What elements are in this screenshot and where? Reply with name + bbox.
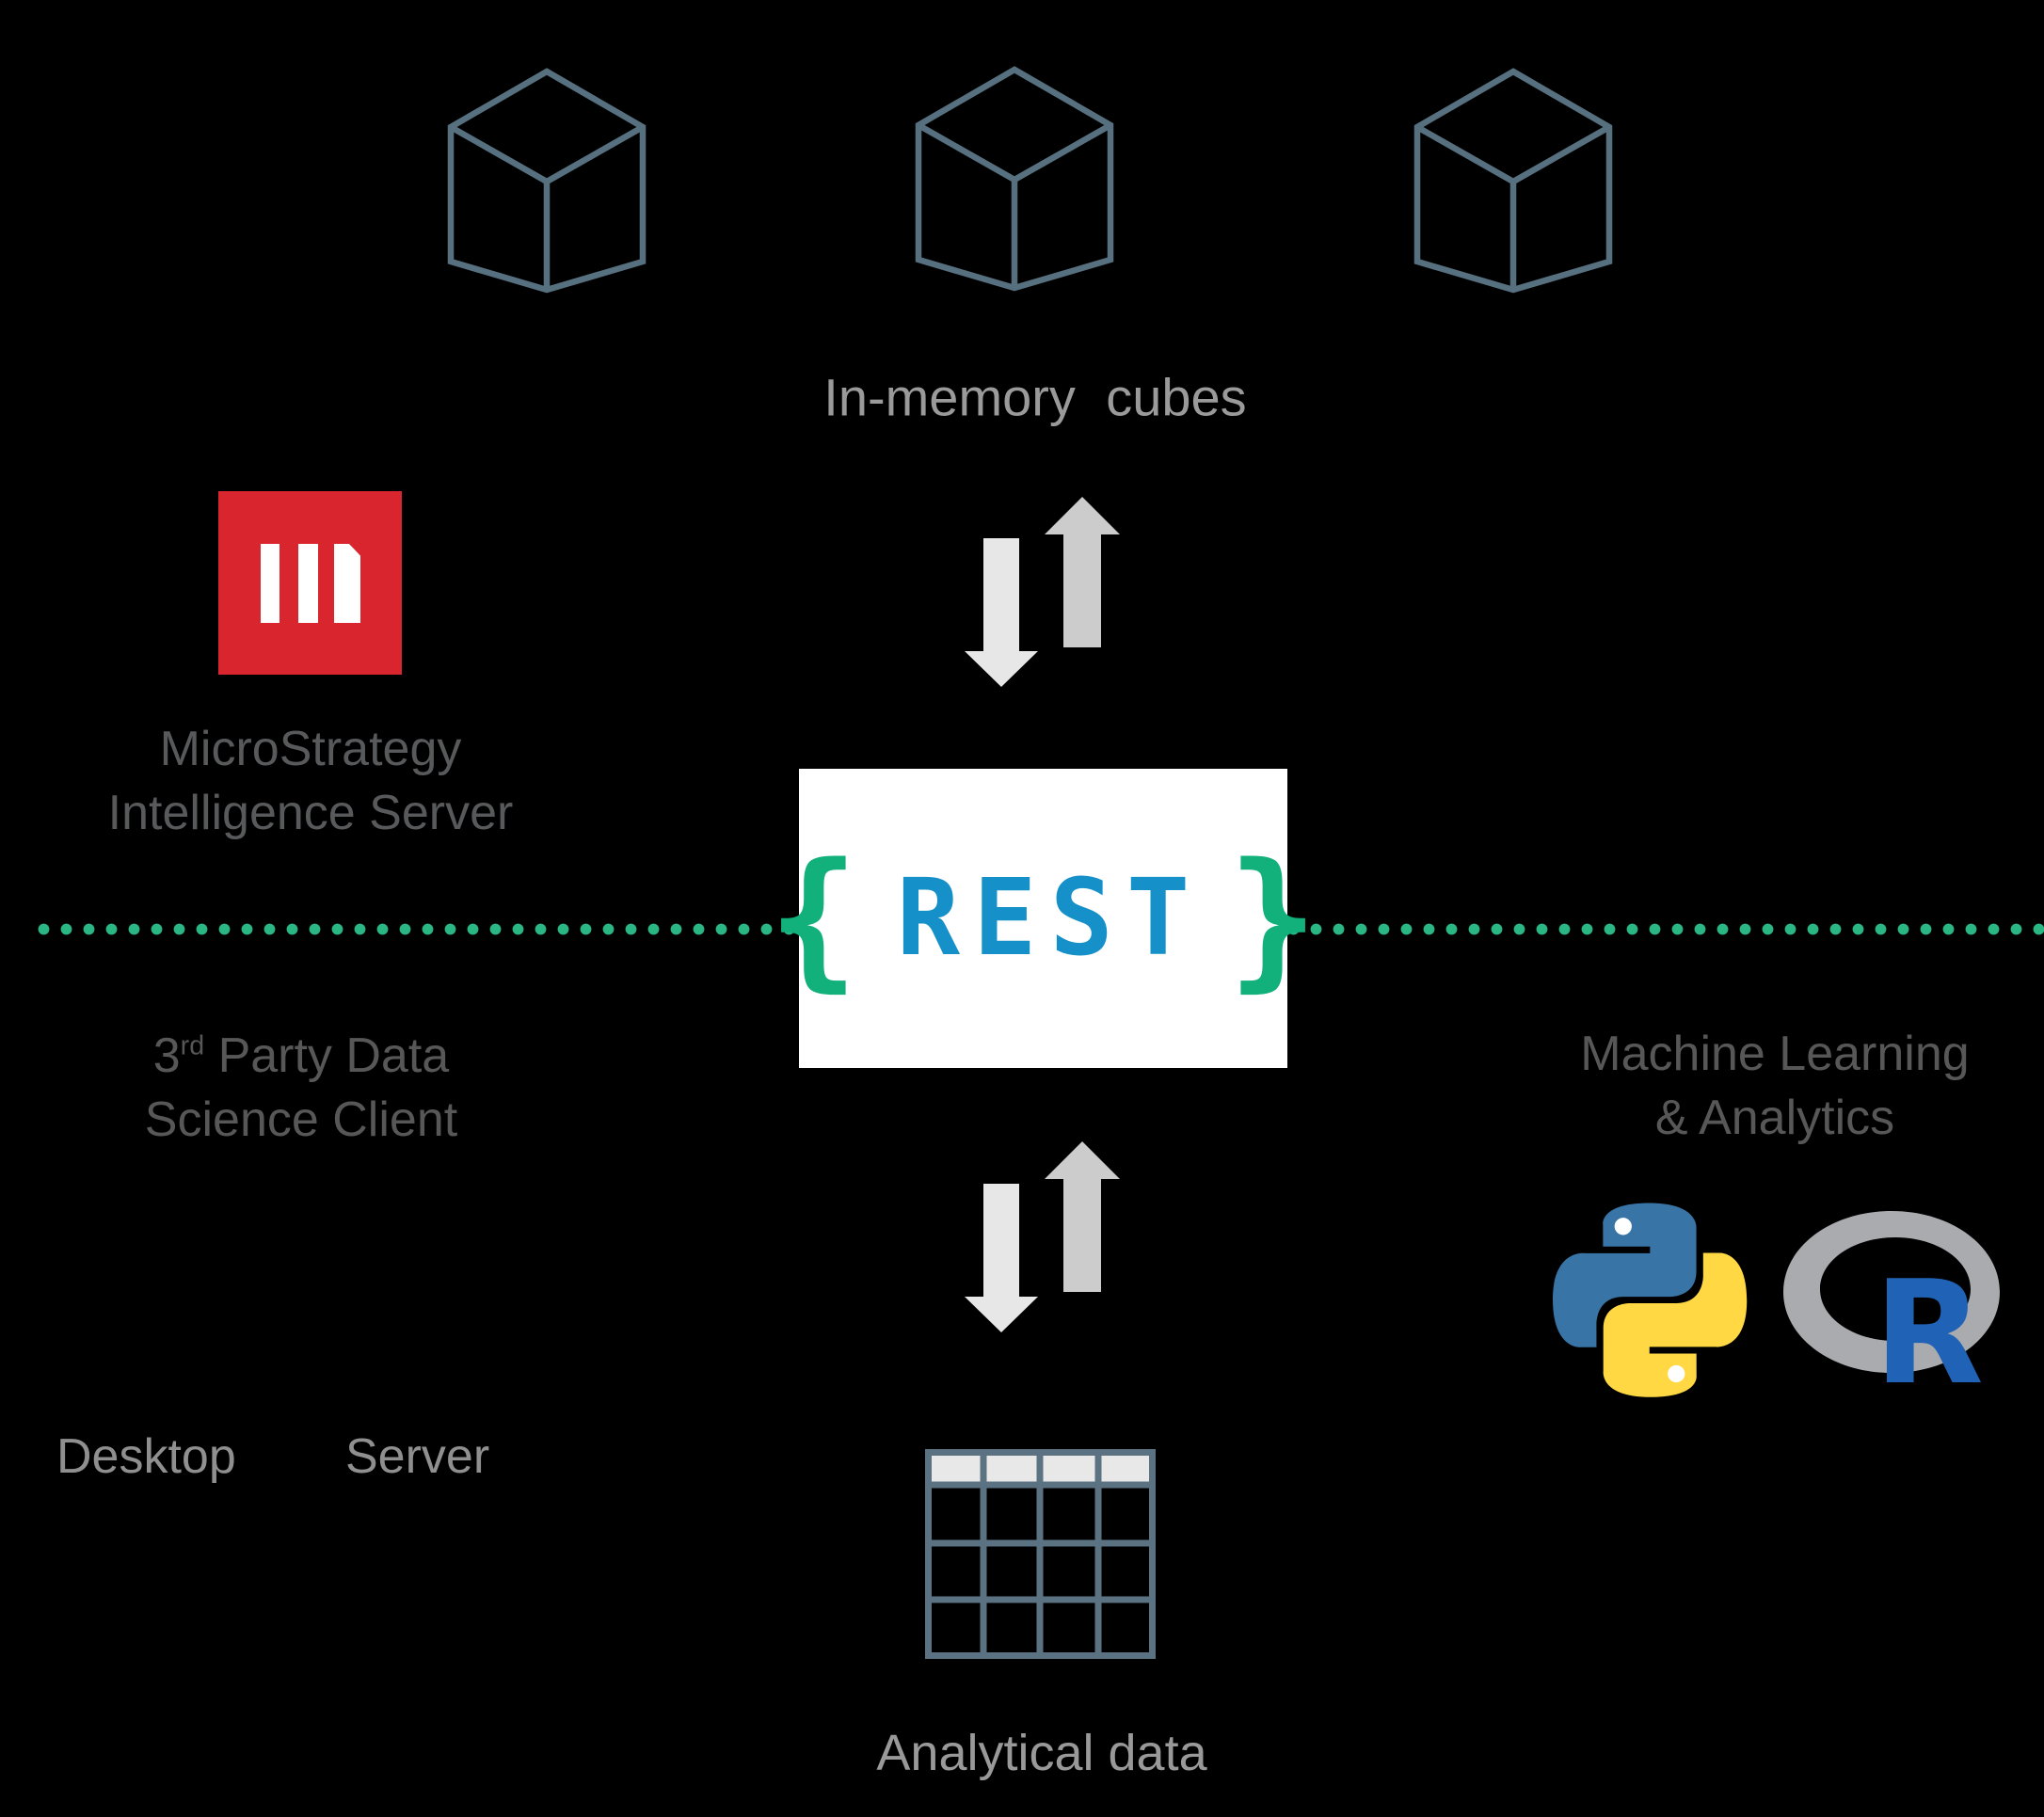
microstrategy-label: MicroStrategy Intelligence Server [108,717,514,845]
rest-brace-left: { [768,830,859,1006]
third-party-label: 3rd Party Data Science Client [145,1024,457,1152]
r-letter: R [1874,1250,1984,1393]
machine-learning-label-line1: Machine Learning [1580,1027,1970,1081]
r-logo: R [1783,1211,2000,1393]
up-arrow-icon [1045,1141,1120,1292]
microstrategy-label-line2: Intelligence Server [107,786,514,840]
in-memory-cubes-label: In-memory cubes [823,367,1247,427]
cube-icon [447,68,647,294]
up-arrow-icon [1045,497,1120,647]
logo-bar [261,544,279,623]
third-party-line1-rest: Party Data [204,1028,450,1083]
dotted-divider [38,923,799,935]
rest-title: REST [896,857,1204,980]
logo-bar [298,544,318,623]
logo-bar [334,544,360,623]
desktop-label: Desktop [56,1429,236,1484]
third-party-label-line1: 3rd Party Data [145,1024,457,1088]
table-icon [925,1449,1156,1659]
microstrategy-label-line1: MicroStrategy [159,722,462,776]
python-logo [1553,1203,1748,1397]
rest-brace-right: } [1227,830,1318,1006]
analytical-data-label: Analytical data [876,1725,1207,1781]
server-label: Server [345,1429,490,1484]
microstrategy-logo [218,491,402,675]
third-party-sup: rd [180,1030,205,1061]
cube-icon [1413,68,1613,294]
down-arrow-icon [965,1184,1038,1332]
dotted-divider [1287,923,2044,935]
rest-api-box: { REST } [768,769,1318,1068]
third-party-num: 3 [152,1028,181,1083]
machine-learning-label: Machine Learning & Analytics [1580,1022,1969,1150]
cube-icon [915,66,1114,292]
down-arrow-icon [965,538,1038,687]
machine-learning-label-line2: & Analytics [1654,1091,1895,1145]
third-party-label-line2: Science Client [144,1092,458,1147]
